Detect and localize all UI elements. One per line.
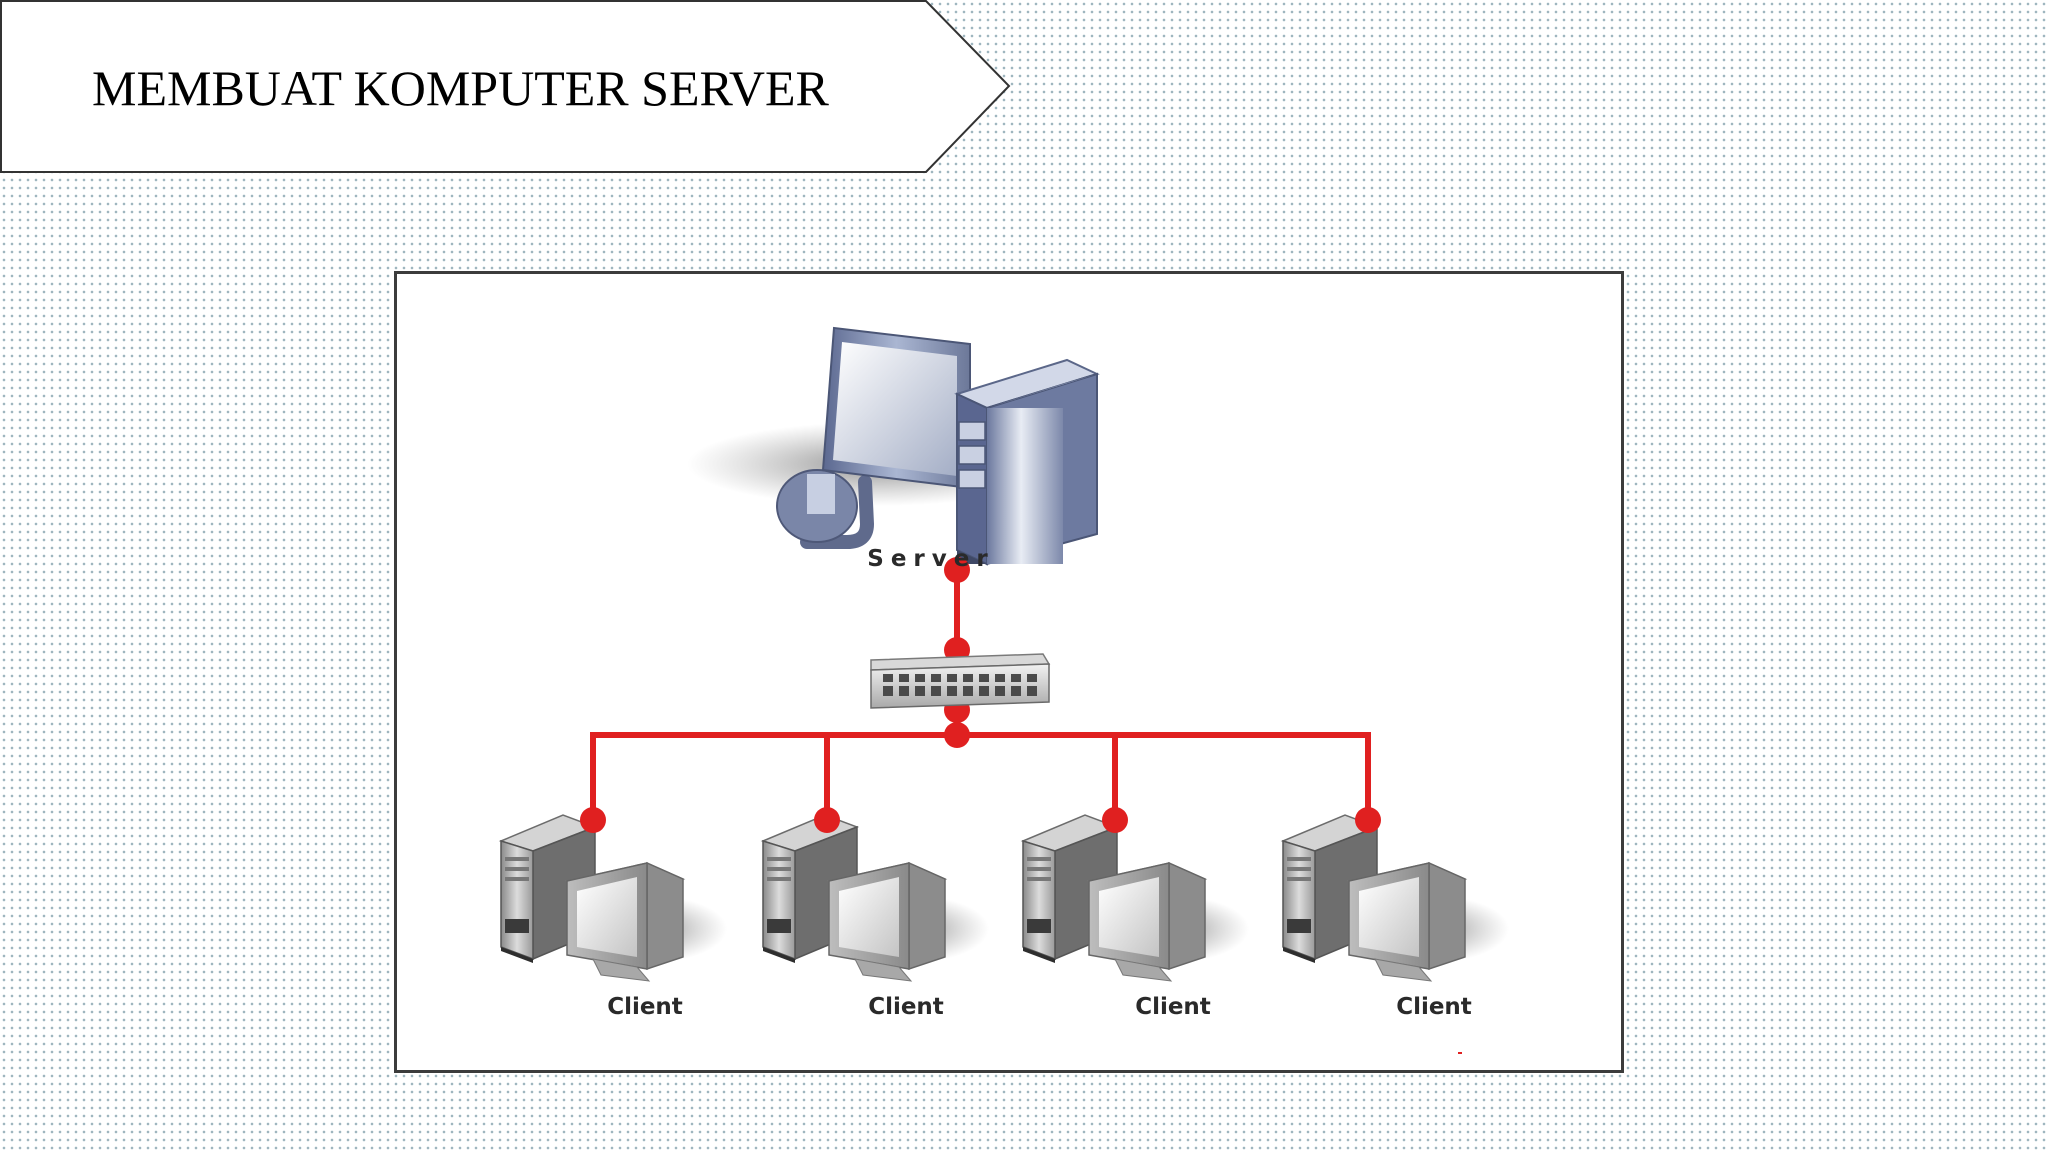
client-connector	[1102, 807, 1128, 833]
server-computer-icon	[687, 326, 1100, 566]
client-label: Client	[868, 994, 944, 1020]
bus-junction	[944, 722, 970, 748]
client-connector	[1355, 807, 1381, 833]
network-diagram: Server Client Client Client Client	[394, 271, 1624, 1073]
title-banner	[0, 0, 1011, 173]
client-connector	[580, 807, 606, 833]
client-computer-icon	[1282, 814, 1509, 982]
client-computer-icon	[762, 814, 989, 982]
network-diagram-drawing	[500, 326, 1509, 1054]
client-computer-icon	[500, 814, 727, 982]
slide-title: MEMBUAT KOMPUTER SERVER	[92, 60, 829, 116]
client-label: Client	[1135, 994, 1211, 1020]
client-label: Client	[1396, 994, 1472, 1020]
client-connector	[814, 807, 840, 833]
server-label: Server	[867, 546, 995, 572]
network-switch-icon	[870, 653, 1051, 709]
client-label: Client	[607, 994, 683, 1020]
server-connector	[944, 557, 970, 583]
stray-mark	[1458, 1052, 1462, 1054]
client-computer-icon	[1022, 814, 1249, 982]
